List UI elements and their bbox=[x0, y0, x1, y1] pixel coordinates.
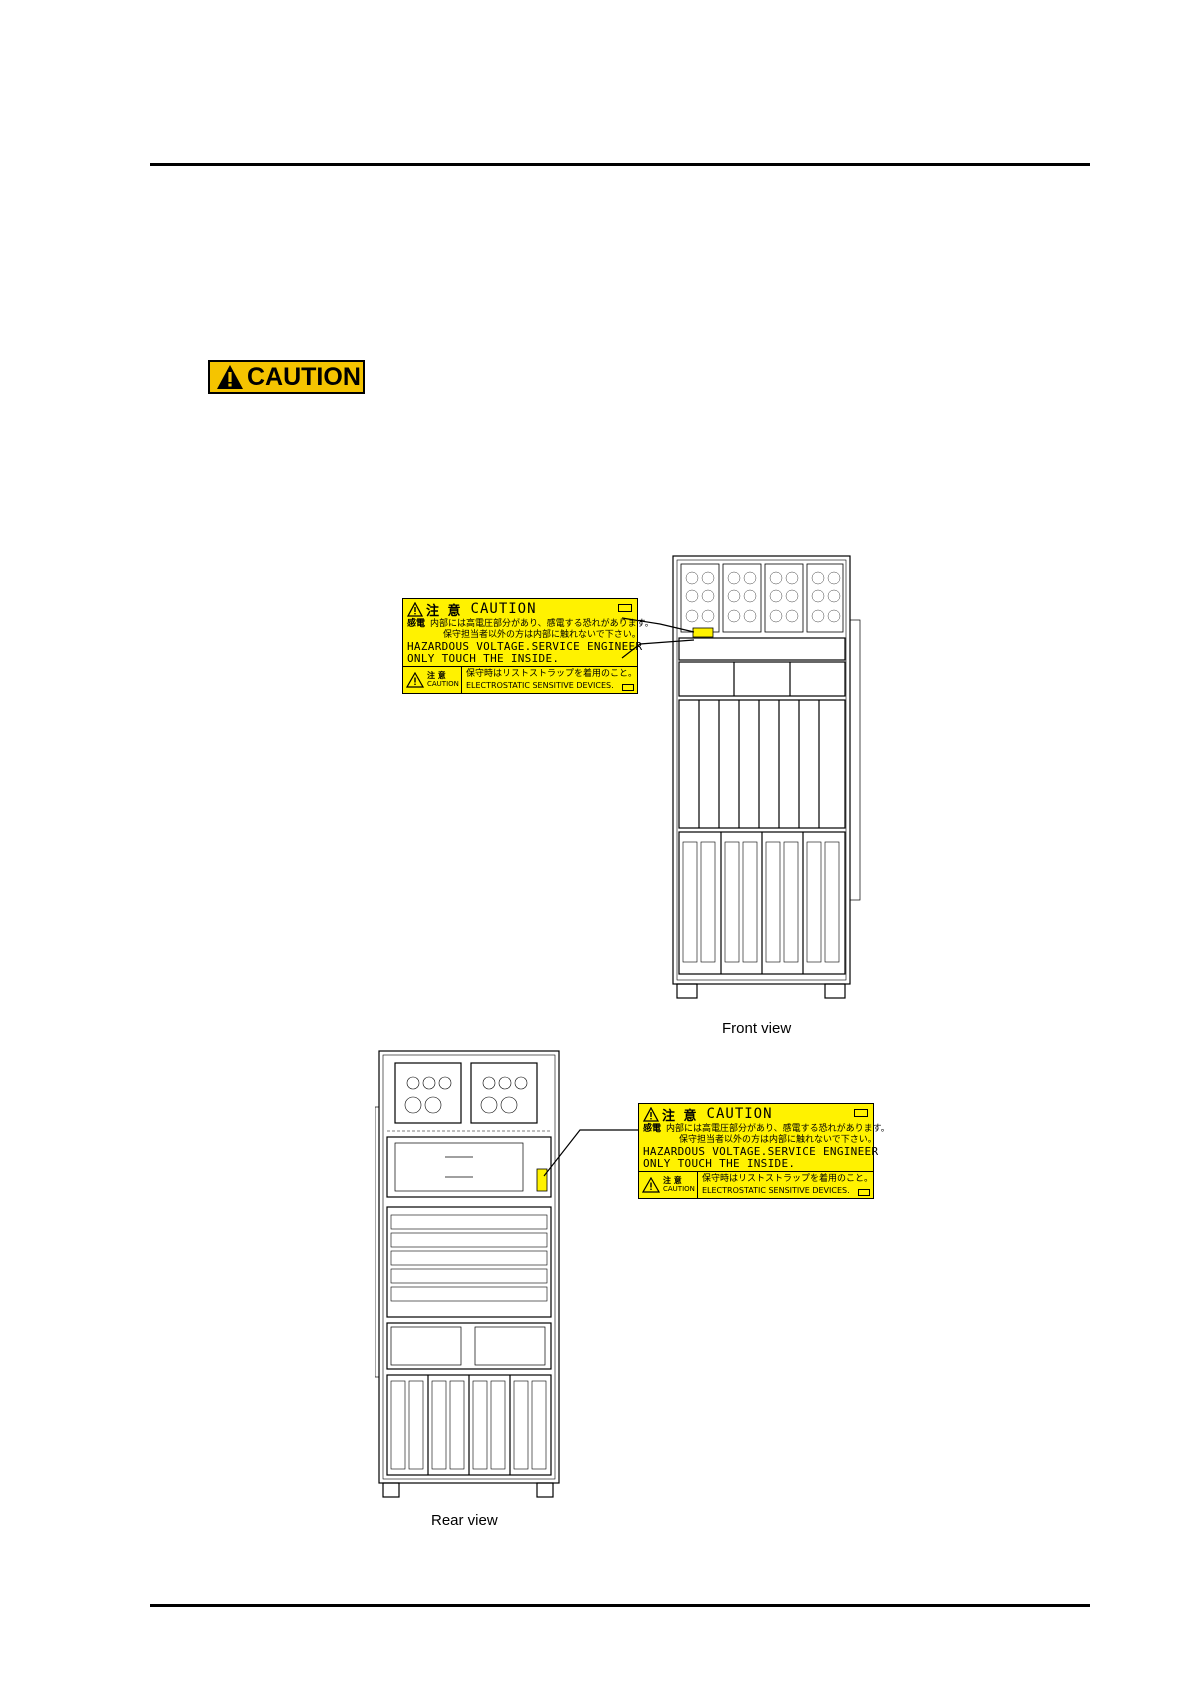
rear-view-caption: Rear view bbox=[431, 1512, 498, 1529]
label-shock-ja: 感電 bbox=[643, 1124, 662, 1134]
label-en-line2: ONLY TOUCH THE INSIDE. bbox=[643, 1157, 796, 1170]
label-corner-box bbox=[854, 1109, 868, 1117]
label-foot-en: CAUTION bbox=[663, 1185, 695, 1193]
label-line1-ja: 内部には高電圧部分があり、感電する恐れがあります。 bbox=[430, 619, 654, 629]
warning-triangle-icon bbox=[642, 1177, 660, 1193]
label-foot-line2: ELECTROSTATIC SENSITIVE DEVICES. bbox=[465, 681, 614, 690]
rear-label-position bbox=[536, 1168, 548, 1192]
rear-leader-line bbox=[543, 1129, 638, 1177]
front-leader-lines bbox=[621, 617, 695, 659]
rear-caution-label: 注 意 CAUTION 感電内部には高電圧部分があり、感電する恐れがあります。 … bbox=[638, 1103, 890, 1199]
label-corner-box bbox=[622, 684, 634, 691]
label-foot-ja: 注 意 bbox=[663, 1176, 682, 1185]
label-shock-ja: 感電 bbox=[407, 619, 426, 629]
header-rule bbox=[150, 163, 1090, 166]
label-foot-line1: 保守時はリストストラップを着用のこと。 bbox=[465, 669, 637, 679]
label-title-ja: 注 意 bbox=[662, 1108, 699, 1124]
label-en-line1: HAZARDOUS VOLTAGE.SERVICE ENGINEER bbox=[643, 1145, 879, 1158]
front-view-cabinet bbox=[672, 555, 861, 999]
label-foot-line1: 保守時はリストストラップを着用のこと。 bbox=[701, 1174, 873, 1184]
warning-triangle-icon bbox=[217, 365, 243, 389]
label-foot-en: CAUTION bbox=[427, 680, 459, 688]
label-title-en: CAUTION bbox=[470, 601, 537, 617]
front-caution-label: 注 意 CAUTION 感電内部には高電圧部分があり、感電する恐れがあります。 … bbox=[402, 598, 654, 694]
caution-badge-text: CAUTION bbox=[247, 362, 361, 391]
label-line2-ja: 保守担当者以外の方は内部に触れないで下さい。 bbox=[443, 630, 641, 640]
label-en-line1: HAZARDOUS VOLTAGE.SERVICE ENGINEER bbox=[407, 640, 643, 653]
front-view-caption: Front view bbox=[722, 1020, 792, 1037]
warning-triangle-icon bbox=[407, 601, 423, 617]
label-title-ja: 注 意 bbox=[426, 603, 463, 619]
label-foot-line2: ELECTROSTATIC SENSITIVE DEVICES. bbox=[701, 1186, 850, 1195]
warning-triangle-icon bbox=[406, 672, 424, 688]
label-corner-box bbox=[618, 604, 632, 612]
caution-badge: CAUTION bbox=[208, 360, 365, 394]
warning-triangle-icon bbox=[643, 1106, 659, 1122]
front-label-position bbox=[692, 627, 714, 638]
label-line2-ja: 保守担当者以外の方は内部に触れないで下さい。 bbox=[679, 1135, 877, 1145]
label-foot-ja: 注 意 bbox=[427, 671, 446, 680]
label-corner-box bbox=[858, 1189, 870, 1196]
label-en-line2: ONLY TOUCH THE INSIDE. bbox=[407, 652, 560, 665]
rear-view-cabinet bbox=[375, 1050, 560, 1498]
fan-grid bbox=[680, 563, 844, 633]
label-line1-ja: 内部には高電圧部分があり、感電する恐れがあります。 bbox=[666, 1124, 890, 1134]
label-title-en: CAUTION bbox=[706, 1106, 773, 1122]
footer-rule bbox=[150, 1604, 1090, 1607]
